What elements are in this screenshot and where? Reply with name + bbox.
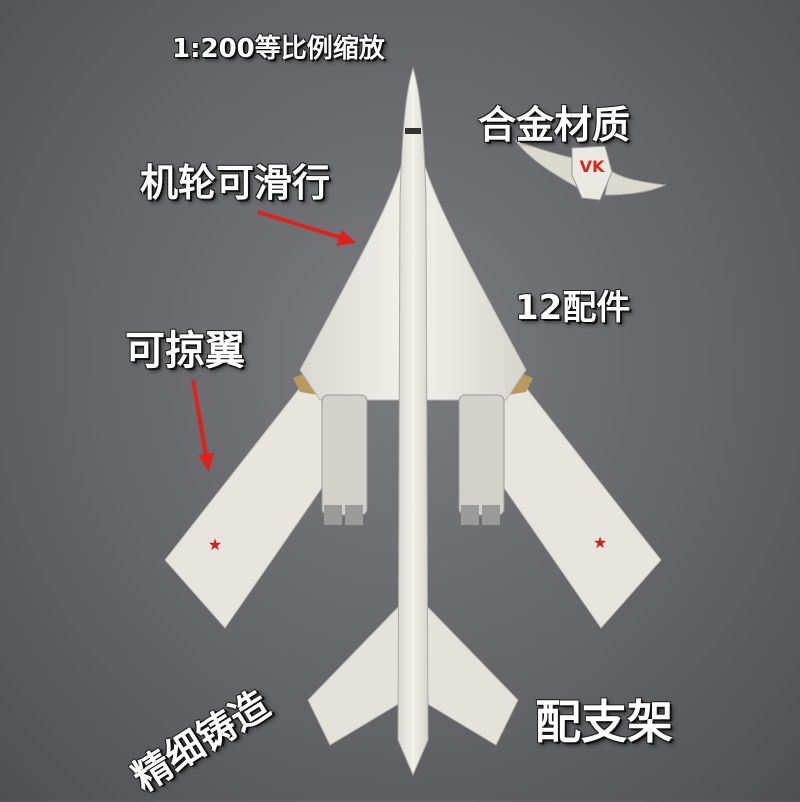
vk-wing-badge: VK: [513, 138, 667, 201]
left-engine-nacelle: [321, 394, 368, 516]
label-wheels: 机轮可滑行: [140, 161, 331, 205]
label-scale: 1:200等比例缩放: [172, 34, 385, 64]
label-material: 合金材质: [478, 103, 631, 147]
fuselage: [397, 66, 429, 777]
left-star-insignia: ★: [208, 535, 222, 554]
right-star-insignia: ★: [593, 533, 607, 552]
label-accessories: 12配件: [515, 288, 631, 328]
svg-text:VK: VK: [580, 157, 605, 176]
right-engine-nacelle: [458, 394, 505, 516]
label-swing-wing: 可掠翼: [125, 328, 245, 374]
arrow-swing-wing: [191, 379, 214, 472]
arrow-wheels: [257, 210, 356, 246]
label-stand: 配支架: [535, 695, 673, 749]
